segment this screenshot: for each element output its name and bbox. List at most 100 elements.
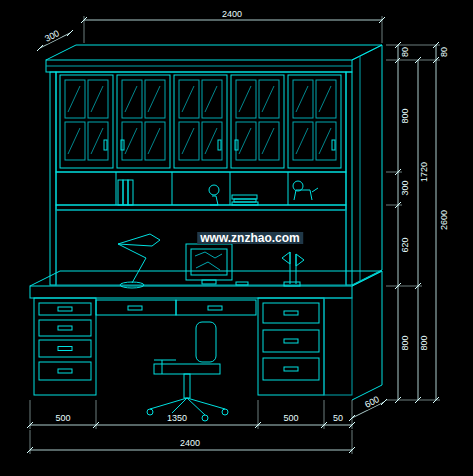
dimension-text: 50: [332, 413, 344, 423]
figurine-head: [293, 181, 303, 191]
dimension-text: 500: [282, 413, 299, 423]
open-shelf: [56, 172, 346, 205]
drawer-handle: [284, 339, 298, 343]
desk-end: [324, 298, 352, 395]
side-edge: [360, 56, 361, 281]
door-handle: [218, 140, 221, 150]
flag-base: [284, 282, 300, 286]
trophy-cup: [209, 185, 219, 195]
drawer: [263, 358, 319, 380]
chair-wheel: [202, 415, 208, 421]
chair-leg: [187, 398, 225, 409]
glass-pane: [293, 122, 313, 160]
monitor-stand: [202, 280, 216, 284]
dimension-line: [84, 20, 382, 21]
book: [123, 180, 128, 205]
dimension-text: 2600: [439, 209, 449, 231]
dimension-text: 620: [400, 236, 410, 253]
book: [128, 180, 133, 205]
door-handle: [104, 140, 107, 150]
glass-pane: [88, 80, 108, 118]
dimension-text: 800: [400, 334, 410, 351]
pilaster: [50, 72, 56, 285]
drawer: [39, 303, 91, 315]
figurine: [294, 190, 312, 200]
desk-top-edge: [30, 286, 352, 298]
extension-line: [386, 286, 422, 287]
watermark: www.znzhao.com: [197, 232, 303, 244]
cornice-molding: [46, 66, 352, 67]
drawer-handle: [128, 306, 142, 310]
glass-glare: [148, 128, 160, 154]
glass-pane: [259, 80, 279, 118]
glass-door: [231, 75, 284, 168]
glass-pane: [122, 122, 142, 160]
door-handle: [332, 140, 335, 150]
glass-glare: [239, 128, 251, 154]
glass-glare: [182, 86, 194, 112]
dimension-line: [436, 45, 437, 400]
extension-line: [352, 400, 353, 429]
shelf-divider: [230, 172, 231, 205]
extension-line: [84, 16, 85, 43]
extension-line: [96, 400, 97, 429]
dimension-text: 1720: [419, 161, 429, 183]
upper-cabinet: [56, 72, 346, 172]
desk-top-face: [30, 271, 382, 286]
drawer-handle: [58, 307, 72, 311]
glass-glare: [205, 86, 217, 112]
glass-door: [117, 75, 170, 168]
mouse: [236, 282, 248, 285]
glass-pane: [88, 122, 108, 160]
glass-glare: [148, 86, 160, 112]
drawer: [39, 320, 91, 336]
chair-column: [184, 374, 190, 398]
glass-glare: [319, 128, 331, 154]
glass-pane: [65, 80, 85, 118]
desk-side-panel: [352, 271, 382, 400]
drawer-handle: [58, 369, 72, 373]
extension-line: [30, 400, 31, 429]
dimension-text: 500: [54, 413, 71, 423]
shelf-divider: [172, 172, 173, 205]
dimension-tick: [349, 415, 355, 421]
drawer: [39, 362, 91, 380]
glass-door: [174, 75, 227, 168]
shelf-divider: [288, 172, 289, 205]
back-panel: [56, 210, 346, 285]
extension-line: [382, 16, 383, 43]
glass-pane: [236, 122, 256, 160]
glass-glare: [182, 128, 194, 154]
glass-pane: [122, 80, 142, 118]
dimension-text: 80: [439, 46, 449, 58]
drawer-handle: [58, 347, 72, 351]
glass-glare: [262, 128, 274, 154]
glass-pane: [145, 80, 165, 118]
drawer: [39, 340, 91, 357]
glass-pane: [236, 80, 256, 118]
book: [118, 180, 123, 205]
chair-arm: [154, 360, 176, 361]
door-handle: [121, 140, 124, 150]
drawer-handle: [208, 306, 222, 310]
glass-glare: [262, 86, 274, 112]
glass-glare: [125, 86, 137, 112]
extension-line: [386, 205, 402, 206]
glass-glare: [68, 128, 80, 154]
dimension-line: [30, 425, 352, 426]
monitor: [186, 244, 232, 280]
screen-image: [195, 252, 222, 258]
glass-glare: [296, 128, 308, 154]
dimension-line: [30, 450, 352, 451]
drawer: [263, 330, 319, 352]
screen-image: [196, 262, 220, 270]
extension-line: [258, 400, 259, 429]
left-pedestal: [34, 298, 96, 395]
dimension-text: 800: [400, 107, 410, 124]
glass-glare: [68, 86, 80, 112]
glass-glare: [91, 128, 103, 154]
cornice-front: [46, 60, 352, 72]
glass-pane: [179, 122, 199, 160]
chair-back: [196, 322, 216, 362]
